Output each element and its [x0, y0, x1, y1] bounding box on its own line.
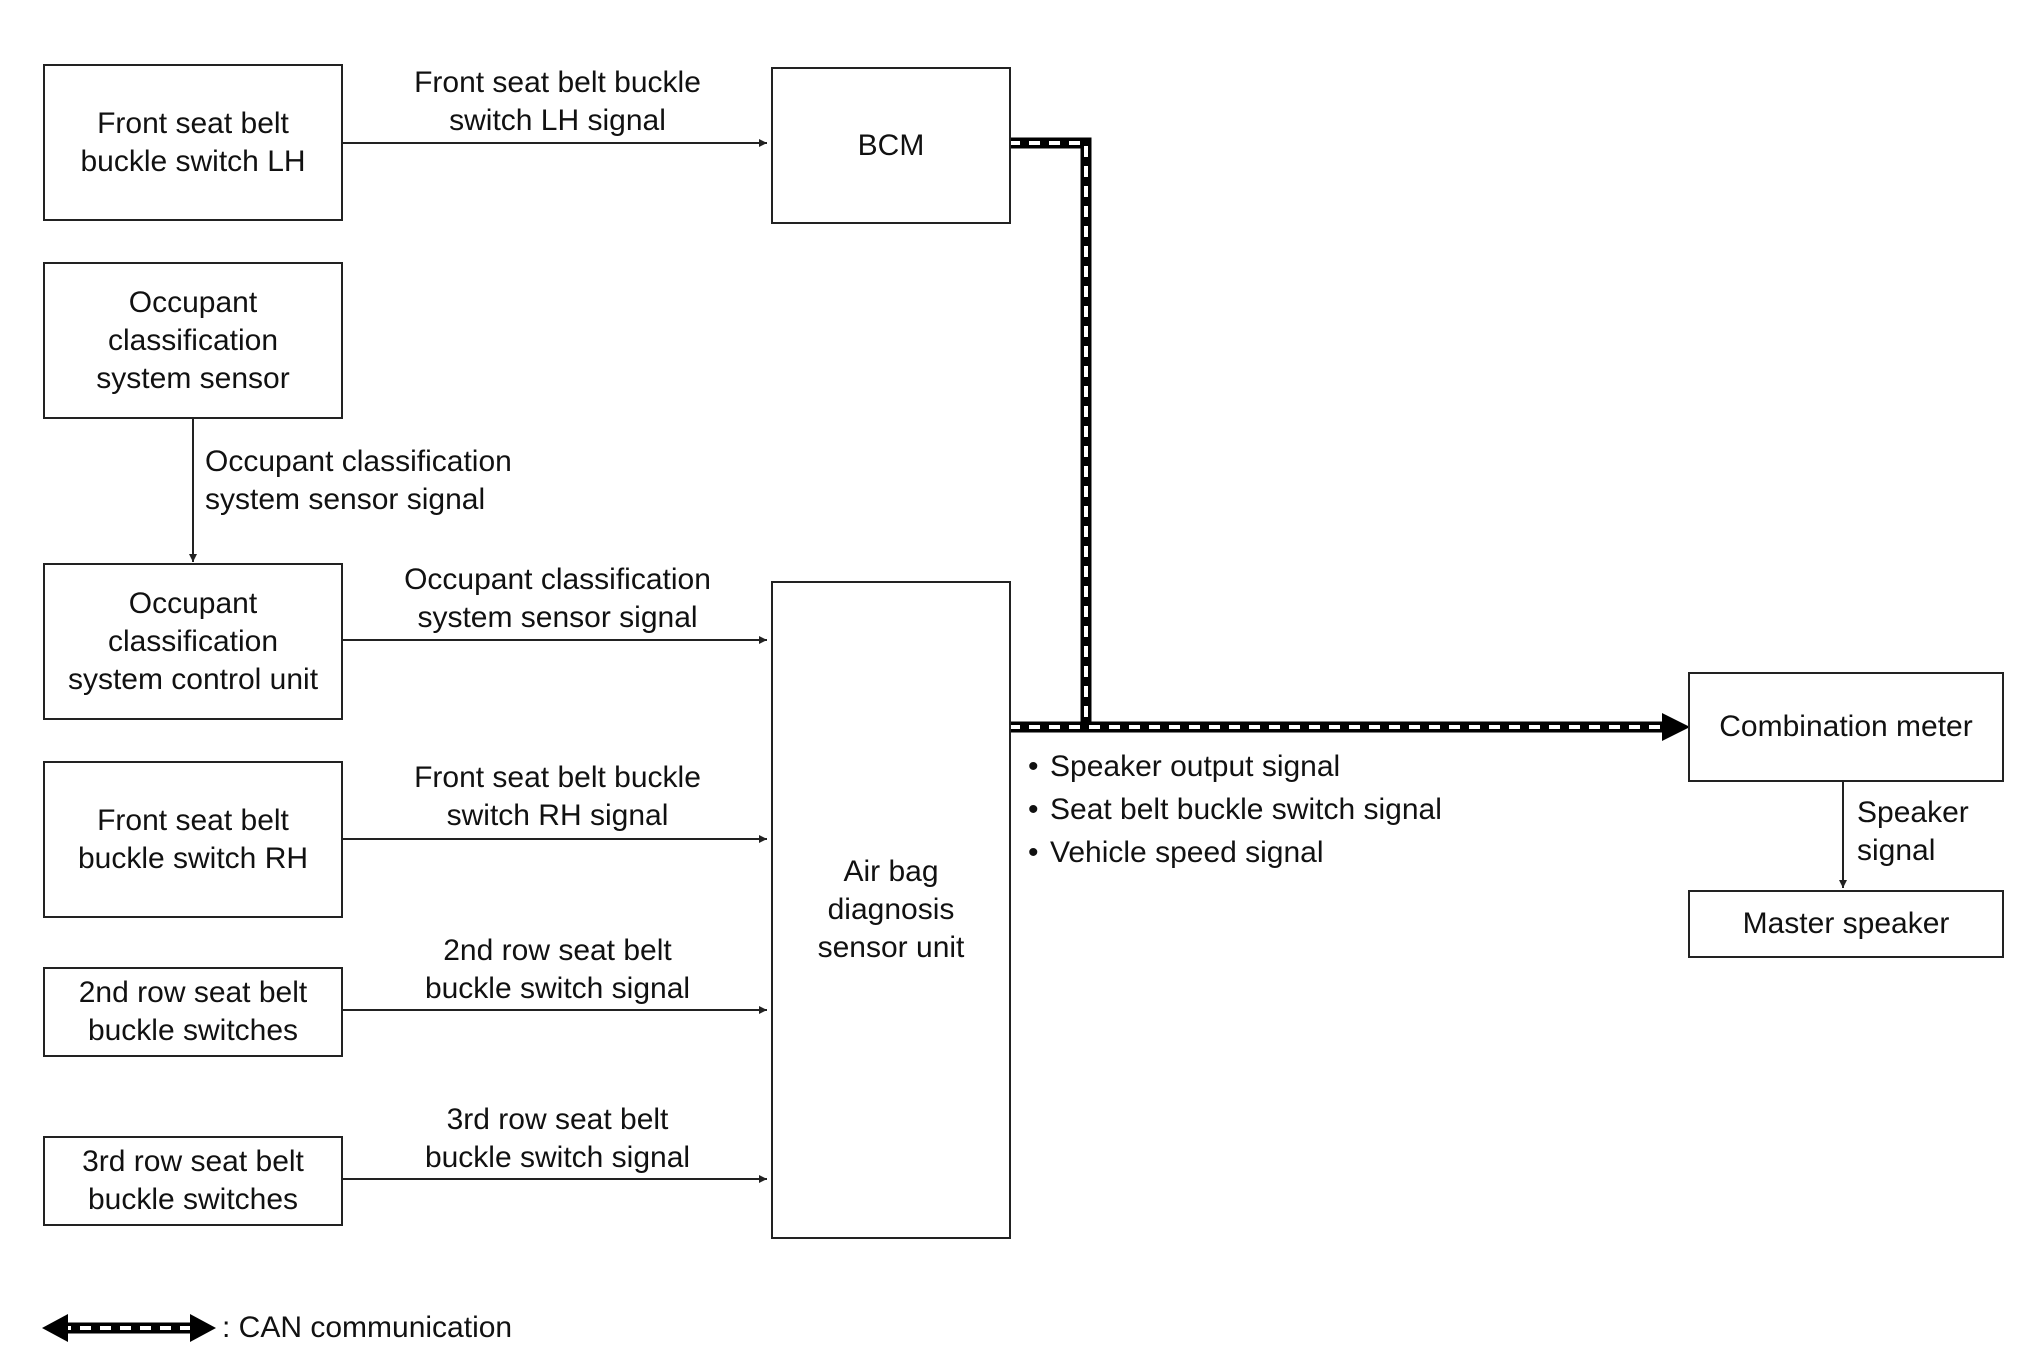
speaker-signal-label: Speaker signal: [1857, 796, 1969, 867]
box-label: 2nd row seat belt buckle switches: [78, 976, 308, 1047]
legend-arrow-left: [42, 1314, 68, 1342]
combination-meter-box: Combination meter: [1688, 672, 2004, 782]
occ-sensor-signal-label: Occupant classification system sensor si…: [205, 445, 512, 516]
box-label: Front seat belt buckle switch LH: [80, 106, 306, 178]
front-lh-signal-label: Front seat belt buckle switch LH signal: [414, 66, 701, 137]
box-label: Front seat belt buckle switch RH: [77, 803, 309, 875]
legend-arrow-right: [190, 1314, 216, 1342]
second-row-seat-belt-buckle-switches-box: 2nd row seat belt buckle switches: [43, 967, 343, 1057]
bcm-box: BCM: [771, 67, 1011, 224]
can-signal-item: Vehicle speed signal: [1028, 831, 1442, 874]
box-label: Air bag diagnosis sensor unit: [817, 855, 965, 964]
occ-control-signal-label: Occupant classification system sensor si…: [404, 563, 711, 634]
front-seat-belt-buckle-switch-lh-box: Front seat belt buckle switch LH: [43, 64, 343, 221]
third-row-seat-belt-buckle-switches-box: 3rd row seat belt buckle switches: [43, 1136, 343, 1226]
can-signal-item: Seat belt buckle switch signal: [1028, 788, 1442, 831]
can-signal-list: Speaker output signal Seat belt buckle s…: [1028, 745, 1442, 874]
box-label: Occupant classification system sensor: [96, 285, 290, 395]
row2-signal-label: 2nd row seat belt buckle switch signal: [424, 934, 691, 1005]
occupant-classification-sensor-box: Occupant classification system sensor: [43, 262, 343, 419]
box-label: Occupant classification system control u…: [67, 586, 319, 696]
occupant-classification-control-unit-box: Occupant classification system control u…: [43, 563, 343, 720]
master-speaker-box: Master speaker: [1688, 890, 2004, 958]
box-label: Master speaker: [1742, 907, 1950, 940]
legend-label: : CAN communication: [222, 1311, 513, 1344]
box-label: 3rd row seat belt buckle switches: [82, 1145, 304, 1216]
air-bag-diagnosis-sensor-unit-box: Air bag diagnosis sensor unit: [771, 581, 1011, 1239]
box-label: BCM: [857, 128, 925, 162]
front-rh-signal-label: Front seat belt buckle switch RH signal: [414, 761, 701, 832]
can-arrowhead: [1662, 713, 1690, 741]
box-label: Combination meter: [1719, 710, 1973, 743]
can-signal-item: Speaker output signal: [1028, 745, 1442, 788]
front-seat-belt-buckle-switch-rh-box: Front seat belt buckle switch RH: [43, 761, 343, 918]
can-line-bcm-dash: [1009, 141, 1088, 727]
row3-signal-label: 3rd row seat belt buckle switch signal: [424, 1103, 691, 1174]
